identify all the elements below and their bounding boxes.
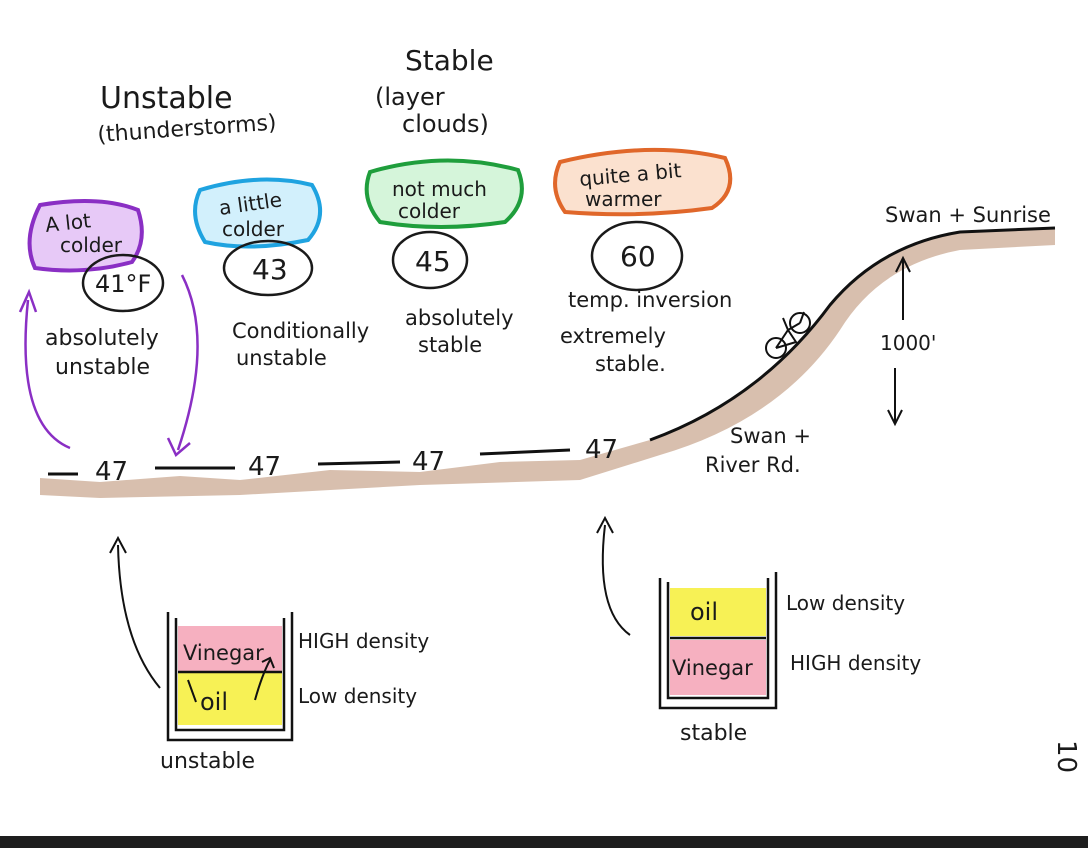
vinegar-layer-top [178,626,282,671]
unstable-heading: Unstable (thunderstorms) [97,81,278,148]
left-top-liquid: Vinegar [183,641,264,665]
desc-3a: absolutely [405,306,514,330]
left-top-density: HIGH density [298,629,429,653]
ground-temp-1: 47 [95,457,128,487]
ground-temp-3: 47 [412,447,445,477]
desc-4c: stable. [595,352,666,376]
hill-bottom-label-2: River Rd. [705,453,801,477]
parcel-column-3: not much colder 45 absolutely stable [364,158,524,357]
desc-4b: extremely [560,324,666,348]
right-pointer-arrow-icon [601,524,631,636]
bubble-green [364,158,524,229]
stable-heading: Stable (layer clouds) [375,44,494,138]
left-bottom-density: Low density [298,684,417,708]
bubble-purple [27,199,144,273]
right-bottom-density: HIGH density [790,651,921,675]
up-arrow-icon [895,255,911,320]
right-pointer-arrowhead-icon [596,515,614,534]
ground-and-hill: 47 47 47 47 Swan + Sunrise Swan + River … [40,203,1056,498]
right-caption: stable [680,721,747,746]
bubble-text-4b: warmer [585,187,662,211]
parcel-column-4: quite a bit warmer 60 temp. inversion ex… [553,147,733,376]
right-top-liquid: oil [690,598,718,626]
page-number: 10 [1051,740,1081,773]
vinegar-layer-bottom [670,640,766,695]
bubble-text-1b: colder [60,233,123,257]
bubble-text-2b: colder [222,217,285,241]
rise-arrow-icon [254,656,275,701]
sinking-arrowhead-icon [166,437,191,458]
stable-subtitle-1: (layer [375,83,445,111]
temp-value-3: 45 [415,245,451,278]
oil-layer-bottom [178,673,282,725]
hilltop-label: Swan + Sunrise [885,203,1051,227]
ground-temp-4: 47 [585,435,618,465]
ground-temp-2: 47 [248,452,281,482]
parcel-column-1: A lot colder 41°F absolutely unstable [18,199,199,458]
bubble-text-3b: colder [398,199,461,223]
right-bottom-liquid: Vinegar [672,656,753,680]
down-arrow-icon [887,368,903,427]
left-pointer-arrow-icon [117,544,161,689]
oil-layer-top [670,588,766,636]
unstable-subtitle: (thunderstorms) [97,111,278,148]
bicycle-icon [765,311,811,359]
unstable-title: Unstable [100,81,233,116]
container-stable: oil Vinegar Low density HIGH density sta… [658,572,921,746]
desc-1b: unstable [55,355,150,380]
height-label: 1000' [880,331,936,355]
desc-2b: unstable [236,346,327,370]
hill-bottom-label-1: Swan + [730,424,811,448]
sinking-arrow-icon [176,274,199,451]
left-bottom-liquid: oil [200,688,228,716]
stable-subtitle-2: clouds) [402,110,489,138]
desc-4a: temp. inversion [568,288,732,312]
rising-arrow-icon [24,299,71,450]
container-unstable: Vinegar oil HIGH density Low density uns… [160,612,429,774]
temp-circle-2 [222,239,314,297]
desc-2a: Conditionally [232,319,369,343]
bubble-blue [193,177,322,249]
bubble-orange [553,147,733,217]
scan-edge-bar [0,836,1088,848]
stable-title: Stable [405,44,494,77]
temp-circle-3 [391,230,469,290]
right-top-density: Low density [786,591,905,615]
temp-value-2: 43 [252,253,288,286]
left-caption: unstable [160,749,255,774]
desc-3b: stable [418,333,482,357]
rising-arrowhead-icon [18,288,38,313]
parcel-column-2: a little colder 43 Conditionally unstabl… [193,177,369,370]
desc-1a: absolutely [45,326,159,351]
ground-line [48,226,1056,476]
bubble-text-3a: not much [392,177,487,201]
bubble-text-1a: A lot [44,208,92,237]
sink-arrow-icon [187,679,197,703]
temp-circle-4 [590,220,684,292]
left-pointer-arrowhead-icon [109,535,127,554]
temp-circle-1 [81,253,165,313]
temp-value-1: 41°F [95,270,151,298]
temp-value-4: 60 [620,240,656,273]
